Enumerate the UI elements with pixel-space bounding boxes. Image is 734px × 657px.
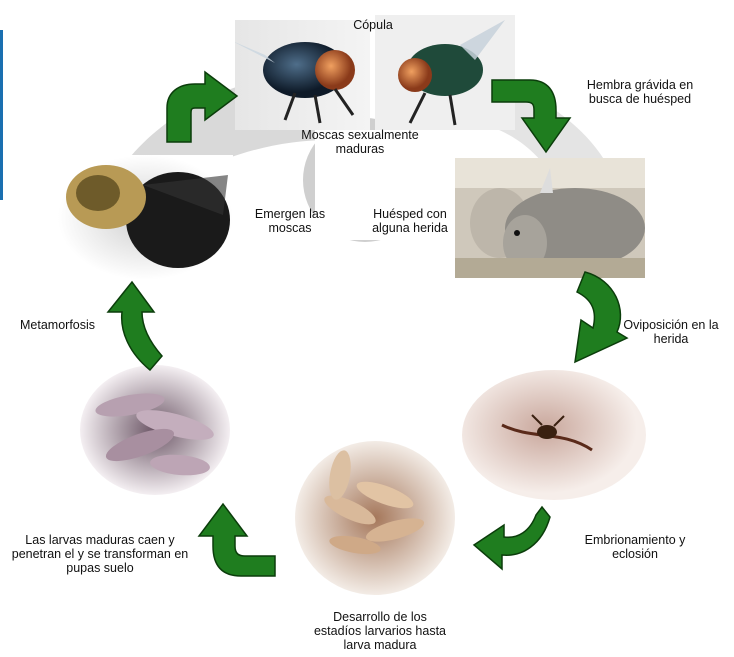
emerging-fly-photo xyxy=(58,155,233,280)
label-metamorfosis: Metamorfosis xyxy=(20,318,96,332)
label-oviposicion: Oviposición en la herida xyxy=(623,318,719,346)
arrow-to-mating xyxy=(166,70,239,143)
left-accent-bar xyxy=(0,30,3,200)
label-emergen: Emergen las moscas xyxy=(254,207,326,235)
mating-flies-photo xyxy=(235,15,515,130)
label-copula: Cópula xyxy=(353,18,393,32)
arrow-to-metamorphosis xyxy=(106,280,163,372)
cattle-photo xyxy=(455,158,645,278)
arrow-to-oviposition xyxy=(574,271,629,364)
arrow-to-pupae xyxy=(197,502,276,577)
label-embrionamiento: Embrionamiento y eclosión xyxy=(584,533,686,561)
label-hembra: Hembra grávida en busca de huésped xyxy=(586,78,694,106)
label-moscas-maduras: Moscas sexualmente maduras xyxy=(301,128,419,156)
larvae-photo xyxy=(295,441,455,595)
wound-photo xyxy=(462,370,646,500)
label-larvas-caen: Las larvas maduras caen y penetran el y … xyxy=(11,533,189,575)
pupae-photo xyxy=(80,365,230,495)
arrow-to-host xyxy=(491,79,572,154)
label-huesped-herida: Huésped con alguna herida xyxy=(372,207,448,235)
label-desarrollo: Desarrollo de los estadíos larvarios has… xyxy=(313,610,446,652)
arrow-to-larvae xyxy=(472,505,551,571)
